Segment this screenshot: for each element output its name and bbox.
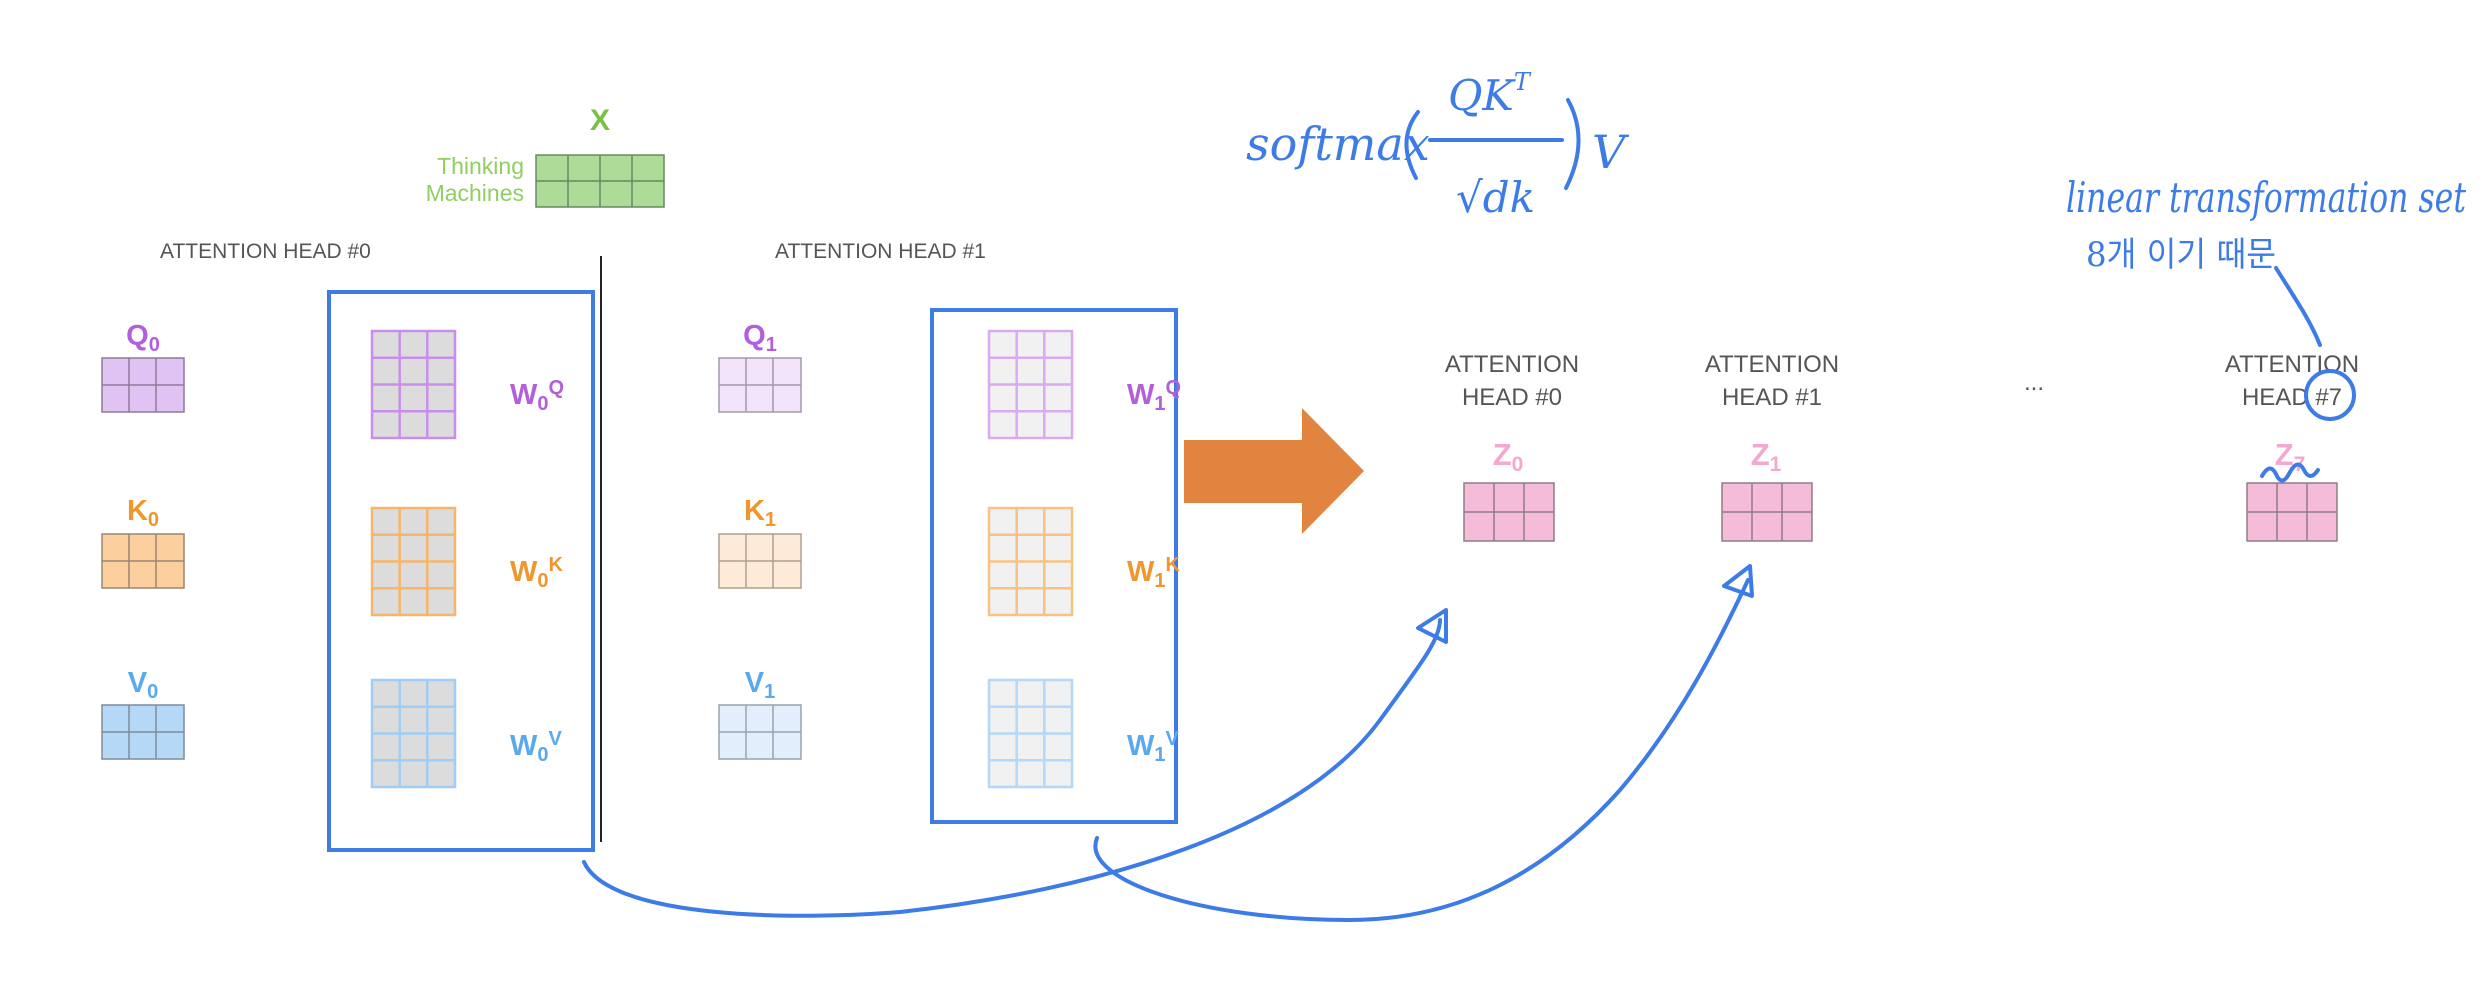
out-head-1-title-line2: HEAD #1 xyxy=(1722,384,1822,411)
head-7-circle-mark xyxy=(2304,369,2356,421)
k0-label: K0 xyxy=(127,495,159,531)
attention-head-1: ATTENTION HEAD #1 Q1 K1 V1 xyxy=(718,240,1181,824)
out-head-7-title-line2: HEAD #7 xyxy=(2242,384,2342,411)
connector-head-0-to-z0 xyxy=(582,618,1442,918)
q0-matrix xyxy=(101,357,185,413)
w0v-label: W0V xyxy=(510,728,563,766)
q1-label: Q1 xyxy=(743,320,777,356)
w1q-label: W1Q xyxy=(1127,377,1181,415)
input-caption-line1: Thinking xyxy=(437,153,524,179)
connector-arrowhead-z1 xyxy=(1722,564,1754,598)
k1-label: K1 xyxy=(744,495,776,531)
head-1-weights-highlight xyxy=(930,308,1178,824)
connector-head-1-to-z1 xyxy=(1093,578,1750,923)
out-head-0-title-line1: ATTENTION xyxy=(1445,351,1579,378)
v1-matrix xyxy=(718,704,802,760)
formula-left-paren xyxy=(1404,110,1420,180)
input-x: X Thinking Machines xyxy=(426,104,665,208)
w1k-label: W1K xyxy=(1127,554,1181,592)
w0q-label: W0Q xyxy=(510,377,564,415)
input-x-label: X xyxy=(590,104,610,137)
w0k-matrix xyxy=(370,506,457,617)
formula-numerator: QKT xyxy=(1448,68,1532,120)
out-head-0-title-line2: HEAD #0 xyxy=(1462,384,1562,411)
z7-matrix xyxy=(2246,482,2338,542)
output-head-0: ATTENTION HEAD #0 Z0 xyxy=(1445,351,1579,542)
head-1-title: ATTENTION HEAD #1 xyxy=(775,240,986,263)
q0-label: Q0 xyxy=(126,320,160,356)
handwritten-note: linear transformation set 8개 이기 때문 xyxy=(2066,173,2466,275)
attention-head-0: ATTENTION HEAD #0 Q0 K0 V0 xyxy=(101,240,595,852)
v0-matrix xyxy=(101,704,185,760)
z1-matrix xyxy=(1721,482,1813,542)
output-head-7: ATTENTION HEAD #7 Z7 xyxy=(2225,351,2359,542)
q1-matrix xyxy=(718,357,802,413)
z0-label: Z0 xyxy=(1493,437,1524,476)
ellipsis: ... xyxy=(2024,369,2044,396)
w1k-matrix xyxy=(987,506,1074,617)
formula-denominator: √dk xyxy=(1456,173,1535,222)
formula-right-paren xyxy=(1564,98,1581,190)
v1-label: V1 xyxy=(745,667,775,703)
out-head-1-title-line1: ATTENTION xyxy=(1705,351,1839,378)
input-matrix xyxy=(535,154,665,208)
z7-underline-mark xyxy=(2260,462,2320,483)
output-head-1: ATTENTION HEAD #1 Z1 xyxy=(1705,351,1839,542)
head-0-weights-highlight xyxy=(327,290,595,852)
w1q-matrix xyxy=(987,329,1074,440)
z1-label: Z1 xyxy=(1751,437,1782,476)
formula-v: V xyxy=(1592,125,1630,179)
note-line2: 8개 이기 때문 xyxy=(2086,235,2276,275)
connector-arrowhead-z0 xyxy=(1416,608,1448,644)
v0-label: V0 xyxy=(128,667,158,703)
head-0-title: ATTENTION HEAD #0 xyxy=(160,240,371,263)
w0v-matrix xyxy=(370,678,457,789)
handwritten-formula: softmax QKT √dk V xyxy=(1246,68,1630,222)
input-caption-line2: Machines xyxy=(426,180,524,206)
z0-matrix xyxy=(1463,482,1555,542)
note-pointer-stroke xyxy=(2274,266,2322,347)
k0-matrix xyxy=(101,533,185,589)
formula-softmax: softmax xyxy=(1246,117,1430,171)
note-line1: linear transformation set xyxy=(2066,173,2466,222)
w0k-label: W0K xyxy=(510,554,564,592)
big-right-arrow xyxy=(1184,408,1364,534)
w0q-matrix xyxy=(370,329,457,440)
w1v-label: W1V xyxy=(1127,728,1180,766)
k1-matrix xyxy=(718,533,802,589)
w1v-matrix xyxy=(987,678,1074,789)
